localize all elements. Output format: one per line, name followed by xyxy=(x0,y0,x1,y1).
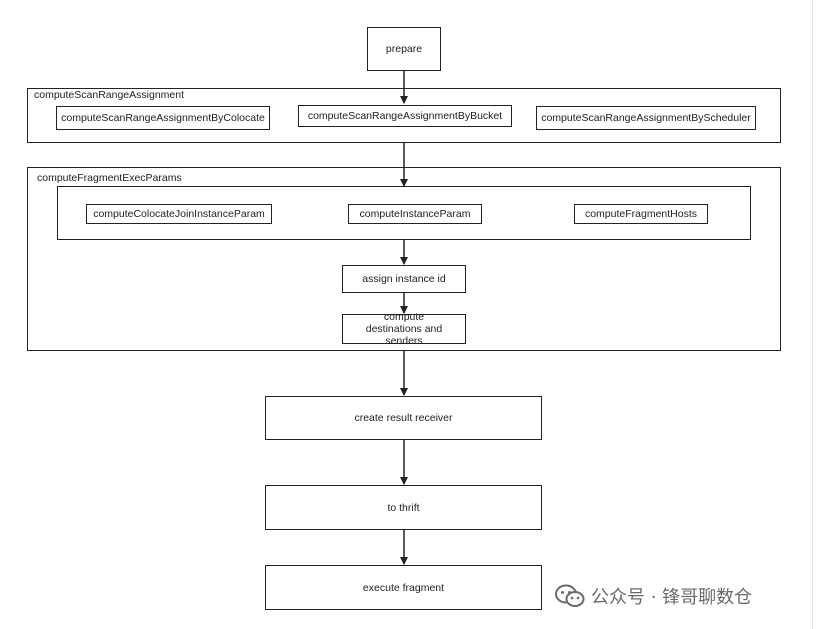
scan-by-bucket-node: computeScanRangeAssignmentByBucket xyxy=(298,105,512,127)
scan-range-assignment-group xyxy=(27,88,781,143)
scan-by-scheduler-node: computeScanRangeAssignmentByScheduler xyxy=(536,106,756,130)
create-result-receiver-label: create result receiver xyxy=(354,412,453,424)
create-result-receiver-node: create result receiver xyxy=(265,396,542,440)
scan-range-assignment-group-label: computeScanRangeAssignment xyxy=(34,89,185,101)
fragment-hosts-label: computeFragmentHosts xyxy=(584,208,698,220)
fragment-exec-params-group xyxy=(27,167,781,351)
fragment-hosts-node: computeFragmentHosts xyxy=(574,204,708,224)
assign-instance-id-node: assign instance id xyxy=(342,265,466,293)
execute-fragment-node: execute fragment xyxy=(265,565,542,610)
colocate-join-instance-node: computeColocateJoinInstanceParam xyxy=(86,204,272,224)
instance-param-label: computeInstanceParam xyxy=(359,208,471,220)
wechat-logo-icon xyxy=(555,584,585,607)
to-thrift-label: to thrift xyxy=(387,501,420,514)
prepare-label: prepare xyxy=(385,43,423,55)
watermark-text: 公众号 · 锋哥聊数仓 xyxy=(591,587,753,608)
scan-by-bucket-label: computeScanRangeAssignmentByBucket xyxy=(307,110,503,122)
scan-by-scheduler-label: computeScanRangeAssignmentByScheduler xyxy=(541,111,751,124)
instance-params-subgroup xyxy=(57,186,751,240)
execute-fragment-label: execute fragment xyxy=(362,581,445,594)
compute-destinations-node: compute destinations and senders xyxy=(342,311,466,347)
prepare-node: prepare xyxy=(367,27,441,71)
scan-by-colocate-label: computeScanRangeAssignmentByColocate xyxy=(61,111,265,124)
right-edge-line xyxy=(812,0,813,629)
assign-instance-id-label: assign instance id xyxy=(362,273,446,285)
scan-by-colocate-node: computeScanRangeAssignmentByColocate xyxy=(56,106,270,130)
to-thrift-node: to thrift xyxy=(265,485,542,530)
compute-destinations-label: compute destinations and senders xyxy=(365,311,443,347)
fragment-exec-params-group-label: computeFragmentExecParams xyxy=(37,172,182,184)
watermark: 公众号 · 锋哥聊数仓 xyxy=(555,582,752,610)
instance-param-node: computeInstanceParam xyxy=(348,204,482,224)
colocate-join-instance-label: computeColocateJoinInstanceParam xyxy=(93,208,265,220)
